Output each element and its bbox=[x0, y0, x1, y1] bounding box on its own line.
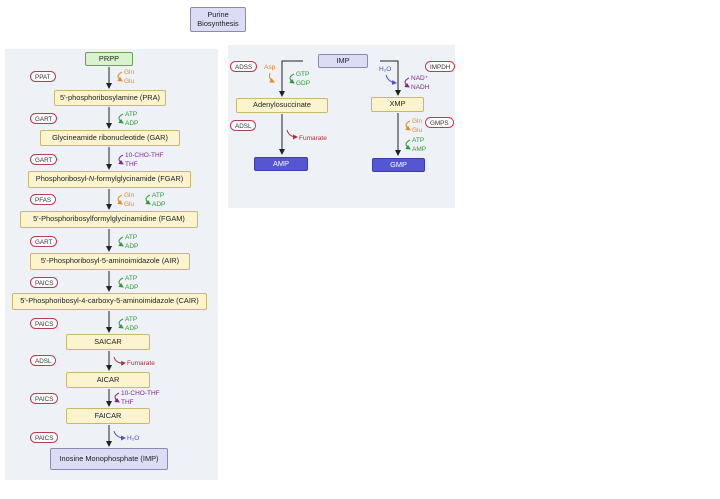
arrow-imp-adenylosuccinate bbox=[279, 60, 303, 97]
fumarate-label-left: Fumarate bbox=[127, 360, 155, 367]
gar-box: Glycineamide ribonucleotide (GAR) bbox=[40, 130, 180, 146]
thf-label-2: THF bbox=[121, 399, 134, 406]
enzyme-gmps: GMPS bbox=[425, 117, 454, 128]
cair-box: 5'-Phosphoribosyl-4-carboxy-5-aminoimida… bbox=[12, 293, 207, 310]
side-arrow-ppat bbox=[117, 71, 123, 82]
atp-label-4: ATP bbox=[125, 275, 138, 282]
gmp-box: GMP bbox=[372, 158, 425, 172]
xmp-box: XMP bbox=[371, 97, 424, 112]
side-arrow-paics-3 bbox=[114, 392, 120, 403]
side-arrow-gtp bbox=[289, 73, 295, 84]
glu-label-right: Glu bbox=[412, 127, 423, 134]
gdp-label: GDP bbox=[296, 80, 311, 87]
fgar-label-prefix: Phosphoribosyl- bbox=[35, 174, 89, 184]
adenylosuccinate-box: Adenylosuccinate bbox=[236, 98, 328, 113]
fgar-label-suffix: -formylglycinamide (FGAR) bbox=[94, 174, 184, 184]
enzyme-ppat: PPAT bbox=[30, 71, 56, 82]
atp-label-1: ATP bbox=[125, 111, 138, 118]
glu-label-2: Glu bbox=[124, 201, 135, 208]
amp-label-right: AMP bbox=[412, 146, 427, 153]
fgam-box: 5'-Phosphoribosylformylglycinamidine (FG… bbox=[20, 211, 198, 228]
amp-box: AMP bbox=[254, 157, 308, 171]
cho-thf-label-1: 10-CHO-THF bbox=[125, 152, 164, 159]
side-arrow-h2o-right bbox=[385, 74, 397, 85]
atp-label-2: ATP bbox=[152, 192, 165, 199]
enzyme-paics-3: PAICS bbox=[30, 393, 59, 404]
faicar-box: FAICAR bbox=[66, 408, 150, 424]
air-box: 5'-Phosphoribosyl-5-aminoimidazole (AIR) bbox=[30, 253, 190, 270]
adp-label-3: ADP bbox=[125, 243, 139, 250]
gln-label-right: Gln bbox=[412, 118, 423, 125]
diagram-title: Purine Biosynthesis bbox=[190, 7, 246, 32]
nadh-label: NADH bbox=[411, 84, 430, 91]
prpp-box: PRPP bbox=[85, 52, 133, 66]
enzyme-adsl-right: ADSL bbox=[230, 120, 257, 131]
nad-label: NAD⁺ bbox=[411, 75, 429, 82]
side-arrow-pfas-gln bbox=[117, 194, 123, 205]
side-arrow-asp bbox=[269, 72, 275, 83]
pra-box: 5'-phosphoribosylamine (PRA) bbox=[54, 90, 166, 106]
imp-conversion-panel bbox=[228, 45, 455, 208]
gln-label-1: Gln bbox=[124, 69, 135, 76]
imp-box-right: IMP bbox=[318, 54, 368, 68]
enzyme-gart-1: GART bbox=[30, 113, 58, 124]
adp-label-2: ADP bbox=[152, 201, 166, 208]
side-arrow-gmps-atp bbox=[405, 139, 411, 150]
adp-label-5: ADP bbox=[125, 325, 139, 332]
arrow-imp-xmp bbox=[380, 60, 401, 96]
glu-label-1: Glu bbox=[124, 78, 135, 85]
h2o-label-right: H₂O bbox=[379, 66, 392, 73]
adp-label-4: ADP bbox=[125, 284, 139, 291]
fgar-box: Phosphoribosyl-N-formylglycinamide (FGAR… bbox=[28, 171, 191, 188]
fgar-label-n: N bbox=[88, 174, 95, 184]
side-arrow-gart-1 bbox=[118, 113, 124, 124]
asp-label: Asp bbox=[264, 64, 276, 71]
side-arrow-nad bbox=[404, 77, 410, 88]
aicar-box: AICAR bbox=[66, 372, 150, 388]
enzyme-paics-2: PAICS bbox=[30, 318, 59, 329]
fumarate-label-right: Fumarate bbox=[299, 135, 327, 142]
side-arrow-gmps-gln bbox=[405, 120, 411, 131]
cho-thf-label-2: 10-CHO-THF bbox=[121, 390, 160, 397]
side-arrow-gart-2 bbox=[118, 154, 124, 165]
atp-label-3: ATP bbox=[125, 234, 138, 241]
enzyme-adsl-left: ADSL bbox=[30, 355, 57, 366]
thf-label-1: THF bbox=[125, 161, 138, 168]
enzyme-pfas: PFAS bbox=[30, 194, 57, 205]
side-arrow-paics-1 bbox=[118, 277, 124, 288]
side-arrow-fumarate-right bbox=[286, 129, 298, 140]
atp-label-right: ATP bbox=[412, 137, 425, 144]
enzyme-gart-2: GART bbox=[30, 154, 58, 165]
side-arrow-paics-2 bbox=[118, 318, 124, 329]
atp-label-5: ATP bbox=[125, 316, 138, 323]
enzyme-adss: ADSS bbox=[230, 61, 258, 72]
adp-label-1: ADP bbox=[125, 120, 139, 127]
h2o-label-left: H₂O bbox=[127, 435, 140, 442]
enzyme-paics-1: PAICS bbox=[30, 277, 59, 288]
side-arrow-gart-3 bbox=[118, 236, 124, 247]
side-arrow-paics-4 bbox=[113, 430, 126, 441]
enzyme-impdh: IMPDH bbox=[425, 61, 456, 72]
imp-box-left: Inosine Monophosphate (IMP) bbox=[50, 448, 168, 470]
gln-label-2: Gln bbox=[124, 192, 135, 199]
saicar-box: SAICAR bbox=[66, 334, 150, 350]
side-arrow-pfas-atp bbox=[145, 194, 151, 205]
side-arrow-adsl-left bbox=[113, 356, 126, 366]
gtp-label: GTP bbox=[296, 71, 310, 78]
enzyme-gart-3: GART bbox=[30, 236, 58, 247]
enzyme-paics-4: PAICS bbox=[30, 432, 59, 443]
